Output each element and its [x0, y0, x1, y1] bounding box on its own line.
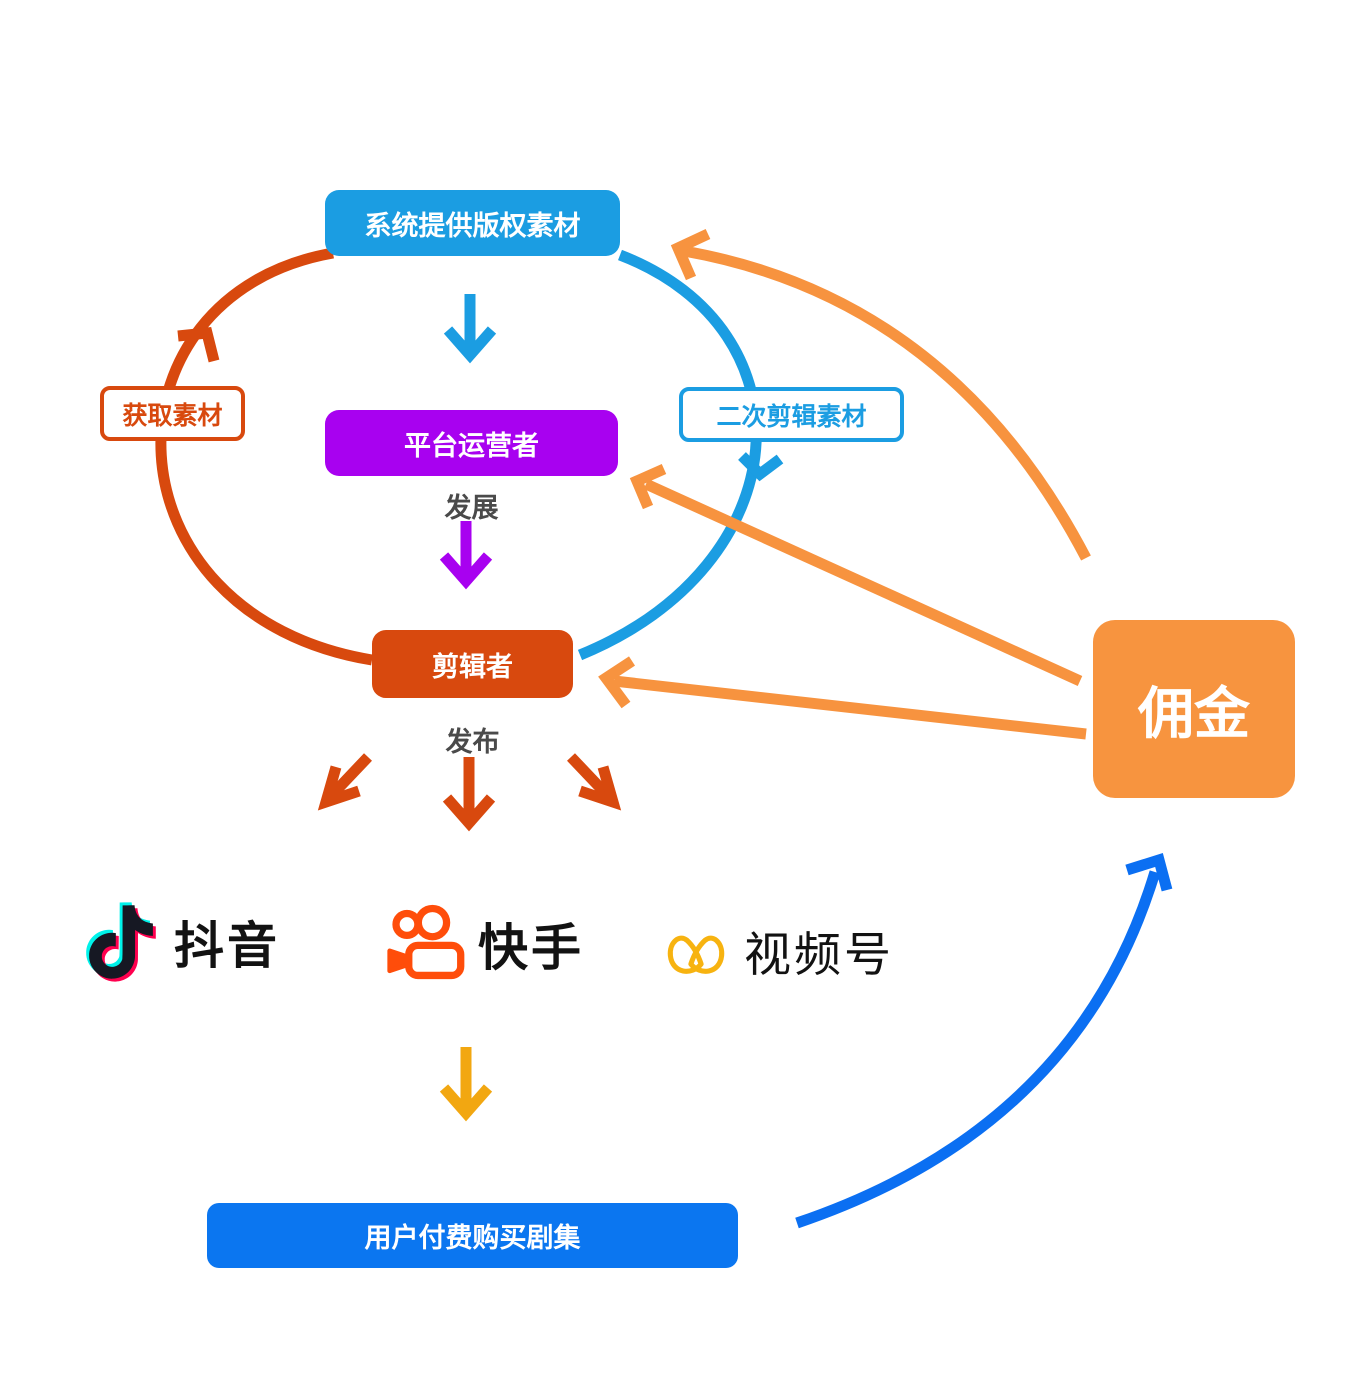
arrow-commission-to-editor [598, 656, 1087, 740]
platform-shipinhao-label: 视频号 [744, 927, 894, 981]
arrow-system-to-operator [443, 294, 497, 364]
flow-label-publish: 发布 [445, 727, 500, 757]
arc-acquire-material [155, 247, 373, 666]
flow-label-develop: 发展 [444, 493, 499, 523]
edge-label-acquire-material: 获取素材 [100, 386, 245, 441]
douyin-note-icon [86, 902, 156, 982]
arrow-publish-middle [442, 757, 496, 832]
arrow-commission-to-operator [629, 463, 1083, 687]
arrow-platform-to-purchase [439, 1047, 493, 1122]
node-user-purchase-label: 用户付费购买剧集 [364, 1223, 581, 1253]
node-system-material: 系统提供版权素材 [325, 190, 620, 256]
edge-label-secondary-edit-text: 二次剪辑素材 [716, 402, 867, 431]
wechat-channels-icon [667, 935, 725, 974]
node-user-purchase: 用户付费购买剧集 [207, 1203, 738, 1268]
arrow-publish-left [317, 753, 372, 811]
kuaishou-camera-icon [387, 904, 465, 980]
arrow-commission-to-system [670, 229, 1091, 561]
node-commission: 佣金 [1093, 620, 1295, 798]
node-editor: 剪辑者 [372, 630, 573, 698]
arrow-publish-right [567, 753, 622, 811]
platform-douyin-label: 抖音 [174, 918, 280, 974]
node-platform-operator: 平台运营者 [325, 410, 618, 476]
node-system-material-label: 系统提供版权素材 [364, 210, 581, 241]
node-commission-label: 佣金 [1138, 681, 1250, 745]
node-platform-operator-label: 平台运营者 [404, 430, 539, 461]
platform-kuaishou: 快手 [386, 900, 584, 988]
edge-label-secondary-edit: 二次剪辑素材 [679, 387, 904, 442]
arrow-develop [439, 521, 493, 590]
platform-kuaishou-label: 快手 [478, 920, 584, 976]
platform-douyin: 抖音 [82, 898, 280, 986]
node-editor-label: 剪辑者 [432, 651, 513, 682]
edge-label-acquire-material-text: 获取素材 [122, 401, 223, 430]
platform-shipinhao: 视频号 [664, 906, 894, 994]
arc-secondary-edit [577, 249, 784, 661]
arrow-purchase-to-commission [795, 853, 1173, 1229]
